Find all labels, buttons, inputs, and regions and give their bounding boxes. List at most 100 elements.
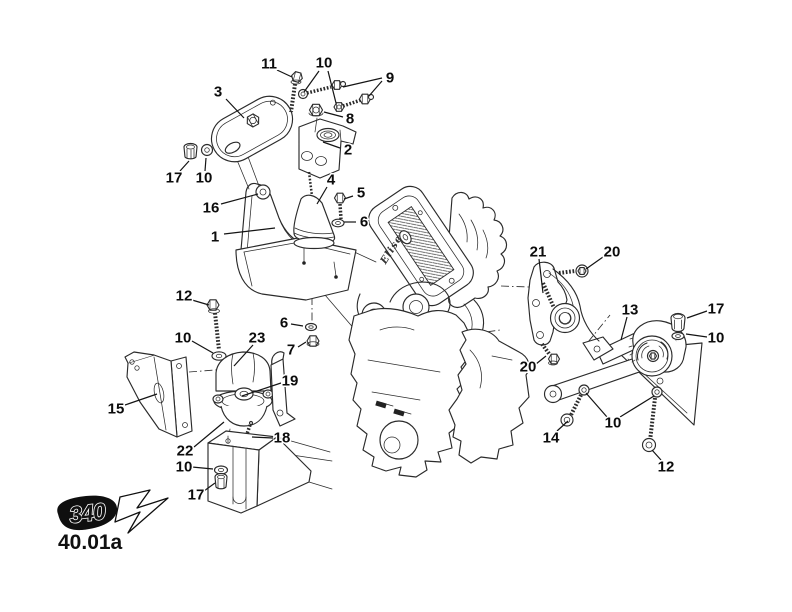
mount-side-bracket: [270, 358, 296, 427]
logo-text: 340: [68, 498, 107, 528]
washer-10-bush: [671, 331, 685, 341]
valve-cover: [368, 185, 474, 307]
leader-line: [223, 227, 276, 235]
leader-line: [685, 333, 708, 338]
callout-12: 12: [176, 288, 193, 305]
flange-nut-8: [309, 104, 323, 133]
callout-17: 17: [708, 301, 725, 318]
bolt-12-right: [641, 386, 663, 453]
callout-10: 10: [605, 415, 622, 432]
logo-swoosh-icon: [114, 489, 169, 534]
leader-line: [535, 355, 547, 365]
leader-line: [343, 195, 354, 200]
center-boss-19: [234, 387, 254, 401]
callout-8: 8: [346, 111, 354, 128]
bolt-5: [335, 193, 346, 203]
callout-20: 20: [604, 244, 621, 261]
callout-14: 14: [543, 430, 560, 447]
leader-line: [368, 80, 383, 97]
cap-nut-17: [183, 142, 198, 160]
engine-assembly: Elise: [348, 185, 530, 478]
callout-9: 9: [386, 70, 394, 87]
callout-6: 6: [360, 214, 368, 231]
leader-line: [225, 98, 245, 119]
callout-20: 20: [520, 359, 537, 376]
pivot-bush-16: [255, 184, 271, 200]
washer-ear-left: [212, 394, 224, 404]
callout-3: 3: [214, 84, 222, 101]
leader-line: [686, 310, 708, 319]
callout-5: 5: [357, 185, 365, 202]
top-fasteners: [290, 71, 375, 133]
leader-line: [342, 77, 383, 88]
mount-pedestal-lower: [207, 430, 333, 514]
callout-10: 10: [316, 55, 333, 72]
mount-skirt-22: [220, 405, 268, 427]
callout-10: 10: [175, 330, 192, 347]
washer-6: [331, 218, 345, 228]
right-mount-assembly: [527, 261, 703, 453]
callout-10: 10: [176, 459, 193, 476]
callout-10: 10: [708, 330, 725, 347]
cap-nut-17-bush: [670, 312, 686, 333]
nut-10-b: [334, 103, 344, 112]
tensioner-bracket-21: [527, 261, 600, 346]
leader-line: [203, 482, 216, 492]
leader-line: [322, 141, 341, 149]
callout-22: 22: [177, 443, 194, 460]
washer-10-plate: [651, 386, 663, 398]
leader-line: [538, 258, 544, 294]
callout-12: 12: [658, 459, 675, 476]
mount-pedestal-upper: [235, 237, 357, 301]
leader-line: [620, 316, 628, 341]
nut-7: [307, 336, 319, 346]
leader-line: [191, 299, 210, 306]
leader-line: [585, 392, 608, 418]
callout-21: 21: [530, 244, 547, 261]
washer-6-engine: [304, 322, 318, 332]
leader-line: [193, 421, 225, 448]
washer-10: [200, 143, 214, 157]
leader-line: [251, 436, 274, 439]
leader-line: [556, 420, 569, 432]
leader-line: [191, 340, 214, 354]
bolt-12: [207, 300, 220, 351]
callout-11: 11: [261, 56, 277, 73]
callout-1: 1: [211, 229, 219, 246]
front-mount-assembly: [183, 95, 357, 301]
exhaust-header: [389, 281, 451, 314]
leader-line: [290, 323, 304, 327]
bolt-20-bottom: [540, 342, 560, 365]
leader-line: [220, 193, 259, 205]
callout-4: 4: [327, 172, 336, 189]
leader-line: [179, 160, 190, 172]
page-code: 40.01a: [58, 531, 123, 554]
washer-ear-right: [262, 389, 274, 399]
bolt-14: [560, 384, 590, 427]
callout-10: 10: [196, 170, 213, 187]
callout-15: 15: [108, 401, 125, 418]
bolt-11: [290, 71, 303, 113]
callout-18: 18: [274, 430, 291, 447]
leader-line: [204, 157, 207, 172]
washer-10-left: [211, 351, 227, 361]
bolt-20-top: [558, 264, 589, 278]
callout-17: 17: [166, 170, 183, 187]
logo-340r: 340: [57, 489, 169, 534]
callout-2: 2: [344, 142, 352, 159]
bell-housing: [448, 328, 530, 464]
leader-line: [327, 70, 337, 104]
leader-line: [297, 341, 307, 348]
logo-blob: [57, 495, 118, 531]
callout-13: 13: [622, 302, 639, 319]
cap-nut-17-bottom: [214, 472, 228, 490]
leader-line: [316, 186, 328, 205]
callout-23: 23: [249, 330, 266, 347]
mount-stud-4: [307, 171, 314, 197]
leader-line: [233, 344, 254, 367]
callout-17: 17: [188, 487, 205, 504]
callout-16: 16: [203, 200, 220, 217]
leader-line: [241, 382, 282, 397]
